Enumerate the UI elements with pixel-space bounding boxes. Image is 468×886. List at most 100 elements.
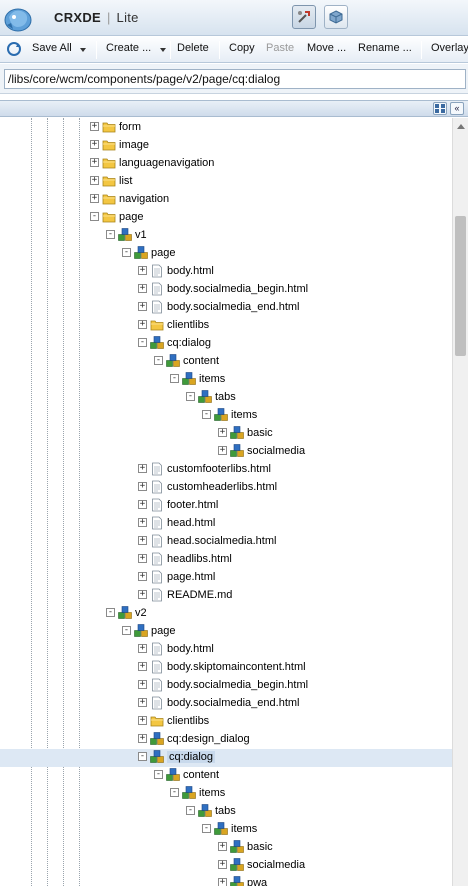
tree-node-label[interactable]: clientlibs [167,319,210,331]
tree-node[interactable]: + body.socialmedia_end.html [0,299,452,317]
tree-node[interactable]: -tabs [0,803,452,821]
tree-node-label[interactable]: form [119,121,141,133]
tree-node-label[interactable]: page [151,625,176,637]
expand-toggle-icon[interactable]: + [138,679,147,689]
tree-node-label[interactable]: page [151,247,176,259]
tree-node[interactable]: + README.md [0,587,452,605]
expand-toggle-icon[interactable]: + [138,319,147,329]
tree-node-label[interactable]: cq:design_dialog [167,733,250,745]
expand-toggle-icon[interactable]: + [138,643,147,653]
tree-node[interactable]: +body.html [0,263,452,281]
collapse-toggle-icon[interactable]: - [122,625,131,635]
tree-node-label[interactable]: page [119,211,144,223]
tree-node[interactable]: + basic [0,839,452,857]
expand-toggle-icon[interactable]: + [138,463,147,473]
delete-button[interactable]: Delete [177,42,209,54]
tree-node[interactable]: -cq:dialog [0,335,452,353]
tree-node-label[interactable]: socialmedia [247,859,306,871]
tree-node[interactable]: -v2 [0,605,452,623]
tree-node-label[interactable]: tabs [215,805,236,817]
expand-toggle-icon[interactable]: + [90,193,99,203]
expand-toggle-icon[interactable]: + [218,877,227,886]
tree-node-label[interactable]: head.socialmedia.html [167,535,277,547]
tree-node[interactable]: + languagenavigation [0,155,452,173]
tree-node-label[interactable]: body.socialmedia_end.html [167,697,300,709]
tree-node-label[interactable]: customfooterlibs.html [167,463,271,475]
tree-node[interactable]: +head.html [0,515,452,533]
cube-mode-button[interactable] [324,5,348,29]
tree-node[interactable]: -content [0,353,452,371]
collapse-panel-icon[interactable]: « [450,102,464,115]
collapse-toggle-icon[interactable]: - [138,751,147,761]
tree-node-label[interactable]: list [119,175,133,187]
tree-node-label[interactable]: pwa [247,877,268,886]
copy-button[interactable]: Copy [229,42,255,54]
tree-view-icon[interactable] [433,102,447,115]
collapse-toggle-icon[interactable]: - [202,823,211,833]
expand-toggle-icon[interactable]: + [218,445,227,455]
tree-node[interactable]: +body.socialmedia_end.html [0,695,452,713]
save-all-button[interactable]: Save All [32,42,72,54]
tree-node[interactable]: + navigation [0,191,452,209]
tree-node-label[interactable]: clientlibs [167,715,210,727]
collapse-toggle-icon[interactable]: - [202,409,211,419]
tree-node[interactable]: +body.skiptomaincontent.html [0,659,452,677]
tree-node-label[interactable]: cq:dialog [167,337,212,349]
expand-toggle-icon[interactable]: + [138,589,147,599]
tree-node-label[interactable]: page.html [167,571,216,583]
tree-node[interactable]: - v1 [0,227,452,245]
tree-node[interactable]: +customheaderlibs.html [0,479,452,497]
expand-toggle-icon[interactable]: + [138,301,147,311]
create-dropdown-icon[interactable] [160,48,166,52]
tree-node-label[interactable]: v1 [135,229,147,241]
collapse-toggle-icon[interactable]: - [122,247,131,257]
tree-scrollbar[interactable] [452,118,468,886]
expand-toggle-icon[interactable]: + [138,517,147,527]
tree-node-label[interactable]: headlibs.html [167,553,232,565]
tree-node[interactable]: + page.html [0,569,452,587]
tree-node[interactable]: - content [0,767,452,785]
expand-toggle-icon[interactable]: + [138,265,147,275]
scroll-up-icon[interactable] [457,124,465,129]
tree-node[interactable]: +list [0,173,452,191]
tree-node-label[interactable]: customheaderlibs.html [167,481,278,493]
tree-node[interactable]: - page [0,209,452,227]
tree-node-label[interactable]: README.md [167,589,233,601]
rename-button[interactable]: Rename ... [358,42,412,54]
path-input[interactable] [4,69,466,89]
collapse-toggle-icon[interactable]: - [170,373,179,383]
tree-node-label[interactable]: body.skiptomaincontent.html [167,661,306,673]
expand-toggle-icon[interactable]: + [138,571,147,581]
tree-node-label[interactable]: basic [247,841,273,853]
overlay-button[interactable]: Overlay [431,42,468,54]
tree-node[interactable]: +body.socialmedia_begin.html [0,281,452,299]
expand-toggle-icon[interactable]: + [218,841,227,851]
paste-button[interactable]: Paste [266,42,295,54]
expand-toggle-icon[interactable]: + [218,427,227,437]
tree-node-label[interactable]: footer.html [167,499,219,511]
tree-node[interactable]: -tabs [0,389,452,407]
tree-node-label[interactable]: body.socialmedia_end.html [167,301,300,313]
collapse-toggle-icon[interactable]: - [90,211,99,221]
tree-node[interactable]: -items [0,785,452,803]
tree-node-label[interactable]: content [183,769,220,781]
tree-node-label[interactable]: content [183,355,220,367]
tree-node-label[interactable]: body.html [167,643,214,655]
tree-node[interactable]: + clientlibs [0,317,452,335]
tree-node-label[interactable]: v2 [135,607,147,619]
expand-toggle-icon[interactable]: + [90,157,99,167]
tree-node[interactable]: - page [0,245,452,263]
tree-node[interactable]: +image [0,137,452,155]
tree-node[interactable]: +cq:design_dialog [0,731,452,749]
create-button[interactable]: Create ... [106,42,152,54]
expand-toggle-icon[interactable]: + [138,283,147,293]
expand-toggle-icon[interactable]: + [138,535,147,545]
tree-node[interactable]: +body.socialmedia_begin.html [0,677,452,695]
tree-node-label[interactable]: items [231,823,258,835]
collapse-toggle-icon[interactable]: - [106,229,115,239]
expand-toggle-icon[interactable]: + [138,553,147,563]
tree-node-label[interactable]: languagenavigation [119,157,215,169]
tree-node[interactable]: + customfooterlibs.html [0,461,452,479]
collapse-toggle-icon[interactable]: - [154,769,163,779]
tree-node-label[interactable]: navigation [119,193,170,205]
